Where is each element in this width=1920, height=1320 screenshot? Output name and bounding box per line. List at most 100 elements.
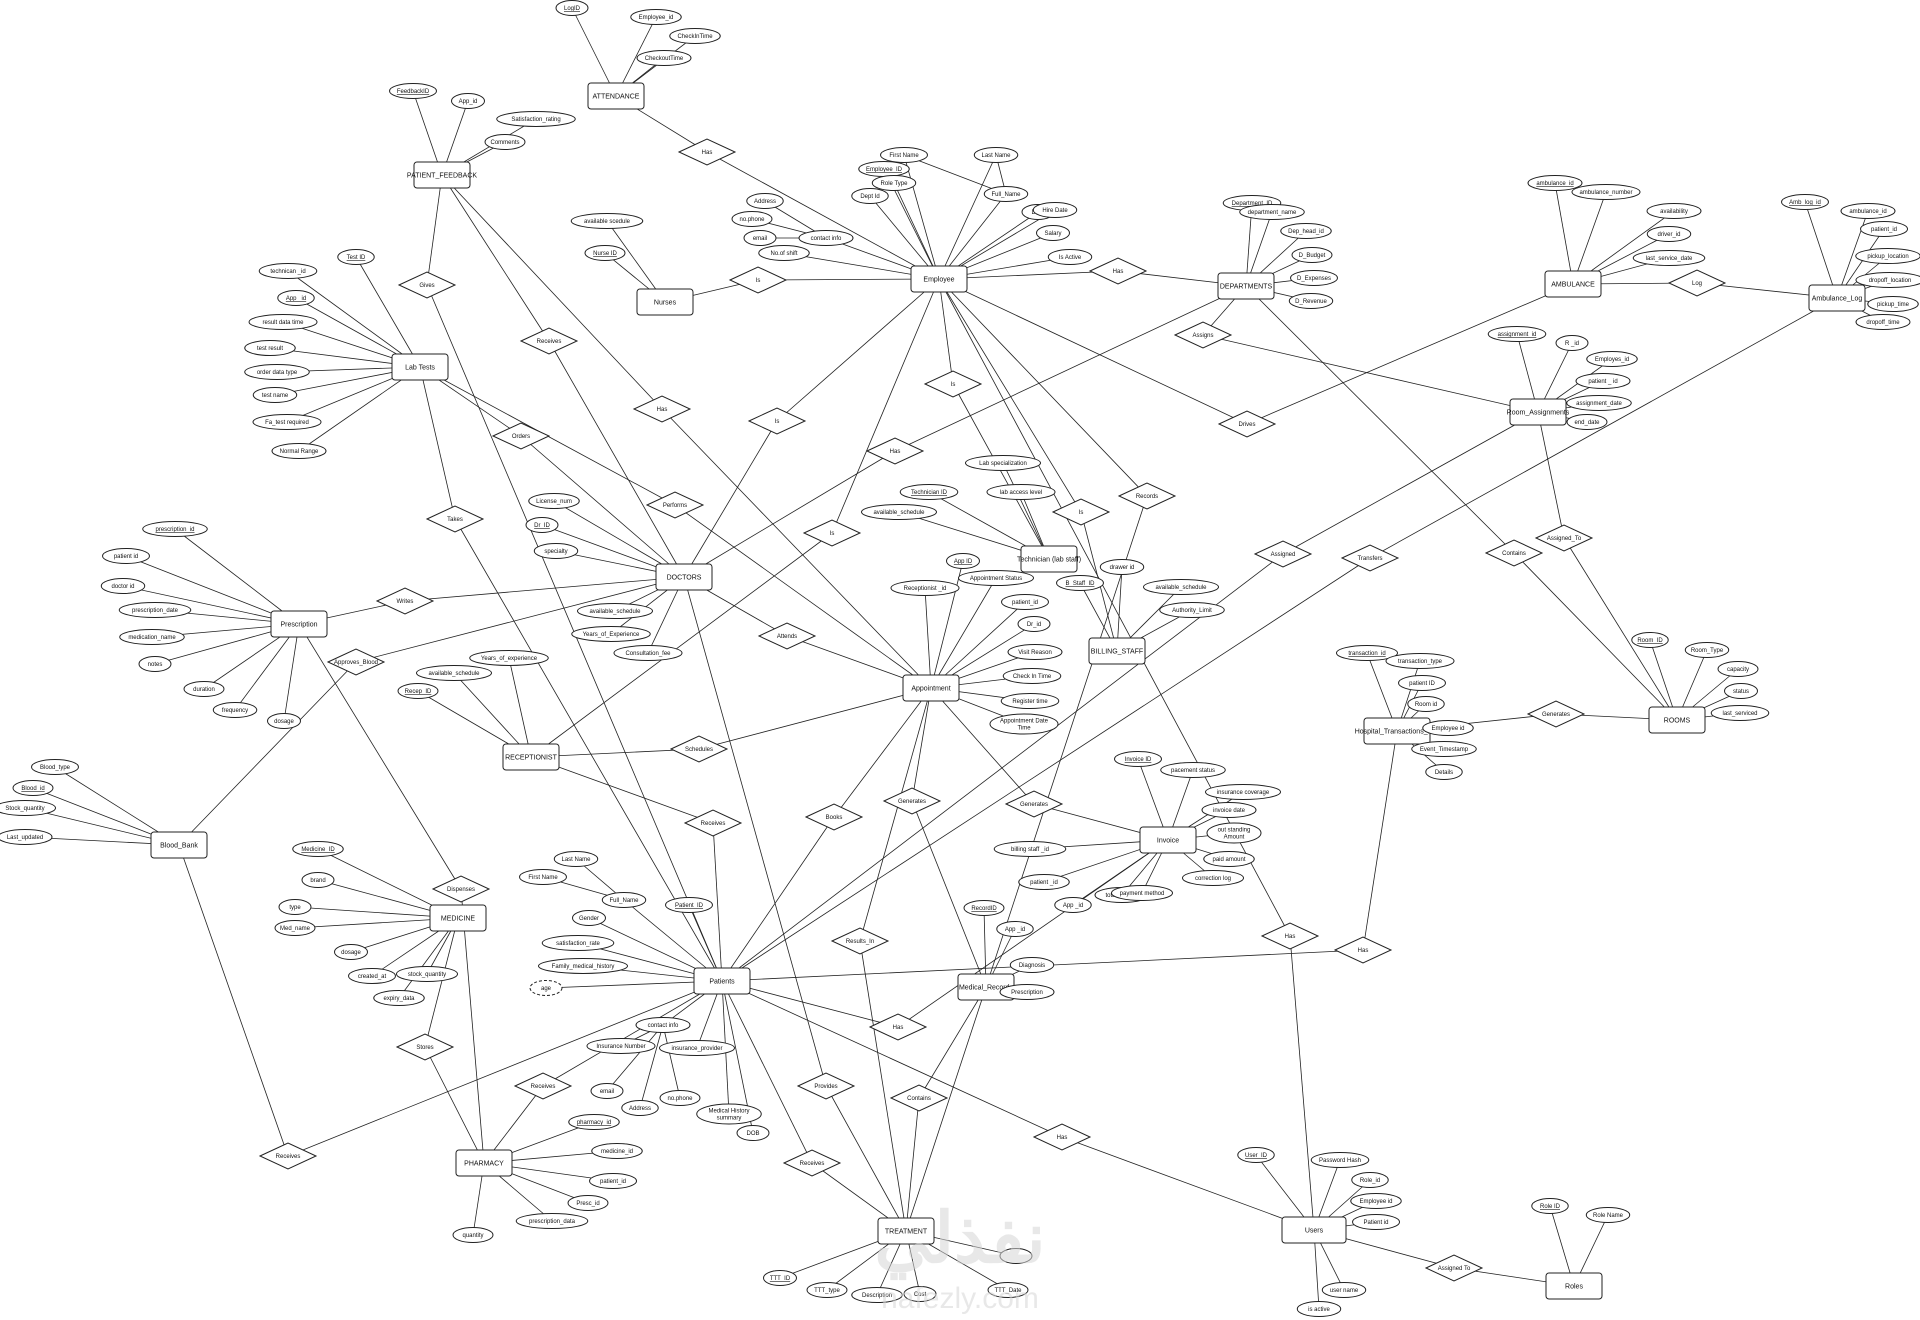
attribute-ra-r[interactable]: R _id — [1555, 335, 1589, 351]
attribute-md-dosage[interactable]: dosage — [334, 944, 368, 960]
attribute-ap-pat[interactable]: patient_id — [1001, 594, 1049, 610]
attribute-md-stock[interactable]: stock_quantity — [396, 966, 458, 982]
relationship-r-transfers[interactable]: Transfers — [1340, 544, 1400, 572]
attribute-al-picktime[interactable]: pickup_time — [1867, 296, 1919, 312]
attribute-emp-full[interactable]: Full_Name — [983, 186, 1029, 202]
relationship-r-assigned-role[interactable]: Assigned To — [1424, 1254, 1484, 1282]
attribute-us-id[interactable]: User_ID — [1237, 1147, 1275, 1163]
attribute-ra-date[interactable]: assignment_date — [1566, 395, 1632, 411]
attribute-bs-drawer[interactable]: drawer id — [1099, 559, 1145, 575]
attribute-ap-id[interactable]: App ID — [946, 553, 980, 569]
attribute-lab-id[interactable]: Test ID — [337, 249, 375, 265]
attribute-emp-last[interactable]: Last Name — [973, 147, 1019, 163]
attribute-doc-years[interactable]: Years_of_Experience — [571, 626, 651, 642]
relationship-r-takes[interactable]: Takes — [425, 505, 485, 533]
attribute-tr-type[interactable]: TTT_type — [806, 1282, 848, 1298]
attribute-pr-pat[interactable]: patient id — [102, 548, 150, 564]
attribute-ph-presc[interactable]: Presc_id — [567, 1195, 609, 1211]
attribute-pt-family[interactable]: Family_medical_history — [538, 958, 628, 974]
attribute-al-id[interactable]: Amb_log_id — [1781, 194, 1829, 210]
relationship-r-dispenses[interactable]: Dispenses — [431, 875, 491, 903]
attribute-us-pw[interactable]: Password Hash — [1310, 1152, 1370, 1168]
attribute-bb-last[interactable]: Last_updated — [0, 829, 53, 845]
attribute-doc-lic[interactable]: License_num — [528, 493, 580, 509]
attribute-inv-paid[interactable]: paid amount — [1203, 851, 1255, 867]
relationship-r-is-nurse[interactable]: Is — [728, 266, 788, 294]
entity-blood-bank[interactable]: Blood_Bank — [150, 831, 208, 859]
attribute-doc-sched[interactable]: available_schedule — [577, 603, 653, 619]
relationship-r-has-users[interactable]: Has — [1260, 922, 1320, 950]
attribute-rm-cap[interactable]: capacity — [1717, 661, 1759, 677]
attribute-amb-last[interactable]: last_service_date — [1632, 250, 1706, 266]
attribute-lab-rdt[interactable]: result data time — [248, 314, 318, 330]
relationship-r-is-recep[interactable]: Is — [802, 519, 862, 547]
attribute-al-drop[interactable]: dropoff_location — [1855, 272, 1920, 288]
attribute-pt-addr[interactable]: Address — [621, 1100, 659, 1116]
attribute-pt-nophone[interactable]: no.phone — [659, 1090, 701, 1106]
relationship-r-is-tech[interactable]: Is — [923, 370, 983, 398]
attribute-ph-id[interactable]: pharmacy_id — [568, 1114, 620, 1130]
attribute-pr-dosage[interactable]: dosage — [267, 713, 301, 729]
relationship-r-has-emp[interactable]: Has — [865, 437, 925, 465]
attribute-inv-corr[interactable]: correction log — [1182, 870, 1244, 886]
attribute-us-active[interactable]: is active — [1296, 1301, 1342, 1317]
attribute-emp-salary[interactable]: Salary — [1036, 225, 1070, 241]
attribute-emp-hire[interactable]: Hire Date — [1032, 202, 1078, 218]
relationship-r-gives[interactable]: Gives — [397, 271, 457, 299]
attribute-bs-auth[interactable]: Authority_Limit — [1159, 602, 1225, 618]
attribute-nur-id[interactable]: Nurse ID — [584, 245, 626, 261]
relationship-r-records[interactable]: Records — [1117, 482, 1177, 510]
attribute-hl-emp[interactable]: Employee id — [1422, 720, 1474, 736]
attribute-bs-id[interactable]: B_Staff_ID — [1056, 575, 1104, 591]
entity-users[interactable]: Users — [1281, 1216, 1347, 1244]
attribute-att-logid[interactable]: LogID — [555, 0, 589, 16]
attribute-rm-type[interactable]: Room_Type — [1684, 642, 1730, 658]
attribute-emp-first[interactable]: First Name — [880, 147, 928, 163]
attribute-ra-id[interactable]: assignment_id — [1487, 326, 1547, 342]
attribute-tr-extra[interactable] — [999, 1248, 1033, 1264]
attribute-fb-app[interactable]: App_id — [451, 93, 485, 109]
relationship-r-assigned-to[interactable]: Assigned_To — [1534, 524, 1594, 552]
attribute-ap-visit[interactable]: Visit Reason — [1007, 644, 1063, 660]
attribute-inv-status[interactable]: pacement status — [1160, 762, 1226, 778]
attribute-ph-med[interactable]: medicine_id — [591, 1143, 643, 1159]
attribute-pt-first[interactable]: First Name — [519, 869, 567, 885]
attribute-ph-pat[interactable]: patient_id — [589, 1173, 637, 1189]
relationship-r-receives-ph[interactable]: Receives — [513, 1072, 573, 1100]
attribute-md-id[interactable]: Medicine_ID — [292, 841, 344, 857]
attribute-pt-dob[interactable]: DOB — [736, 1125, 770, 1141]
attribute-amb-id[interactable]: ambulance_id — [1527, 175, 1583, 191]
attribute-us-pat[interactable]: Patient id — [1352, 1214, 1400, 1230]
attribute-pt-full[interactable]: Full_Name — [601, 892, 647, 908]
attribute-pt-last[interactable]: Last Name — [553, 851, 599, 867]
attribute-pt-id[interactable]: Patient_ID — [665, 897, 713, 913]
entity-ambulance-log[interactable]: Ambulance_Log — [1808, 284, 1866, 312]
attribute-nur-sched[interactable]: available scedule — [570, 213, 644, 229]
attribute-pr-dur[interactable]: duration — [183, 681, 225, 697]
entity-technician[interactable]: Technician (lab staff) — [1017, 545, 1081, 573]
attribute-al-amb[interactable]: ambulance_id — [1840, 203, 1896, 219]
attribute-al-droptime[interactable]: dropoff_time — [1855, 314, 1911, 330]
relationship-r-has-att[interactable]: Has — [677, 138, 737, 166]
relationship-r-drives[interactable]: Drives — [1217, 410, 1277, 438]
attribute-pr-freq[interactable]: frequency — [212, 702, 258, 718]
attribute-emp-dept[interactable]: Dept Id — [851, 188, 889, 204]
attribute-dep-exp[interactable]: D_Expenses — [1290, 270, 1338, 286]
relationship-r-writes[interactable]: Writes — [375, 587, 435, 615]
attribute-ro-id[interactable]: Role ID — [1531, 1198, 1569, 1214]
attribute-pr-id[interactable]: prescription_id — [142, 521, 208, 537]
relationship-r-orders[interactable]: Orders — [491, 422, 551, 450]
attribute-doc-spec[interactable]: specialty — [533, 543, 579, 559]
relationship-r-generates-app[interactable]: Generates — [882, 787, 942, 815]
attribute-lab-res[interactable]: test result — [244, 340, 296, 356]
attribute-inv-ins[interactable]: insurance coverage — [1205, 784, 1281, 800]
attribute-emp-addr[interactable]: Address — [746, 193, 784, 209]
entity-patient-feedback[interactable]: PATIENT_FEEDBACK — [407, 161, 477, 189]
attribute-mr-app[interactable]: App _id — [996, 921, 1034, 937]
relationship-r-is-doc[interactable]: Is — [747, 407, 807, 435]
relationship-r-schedules[interactable]: Schedules — [669, 735, 729, 763]
attribute-lab-app[interactable]: App _id — [277, 290, 315, 306]
attribute-inv-id[interactable]: Invoice ID — [1114, 751, 1162, 767]
